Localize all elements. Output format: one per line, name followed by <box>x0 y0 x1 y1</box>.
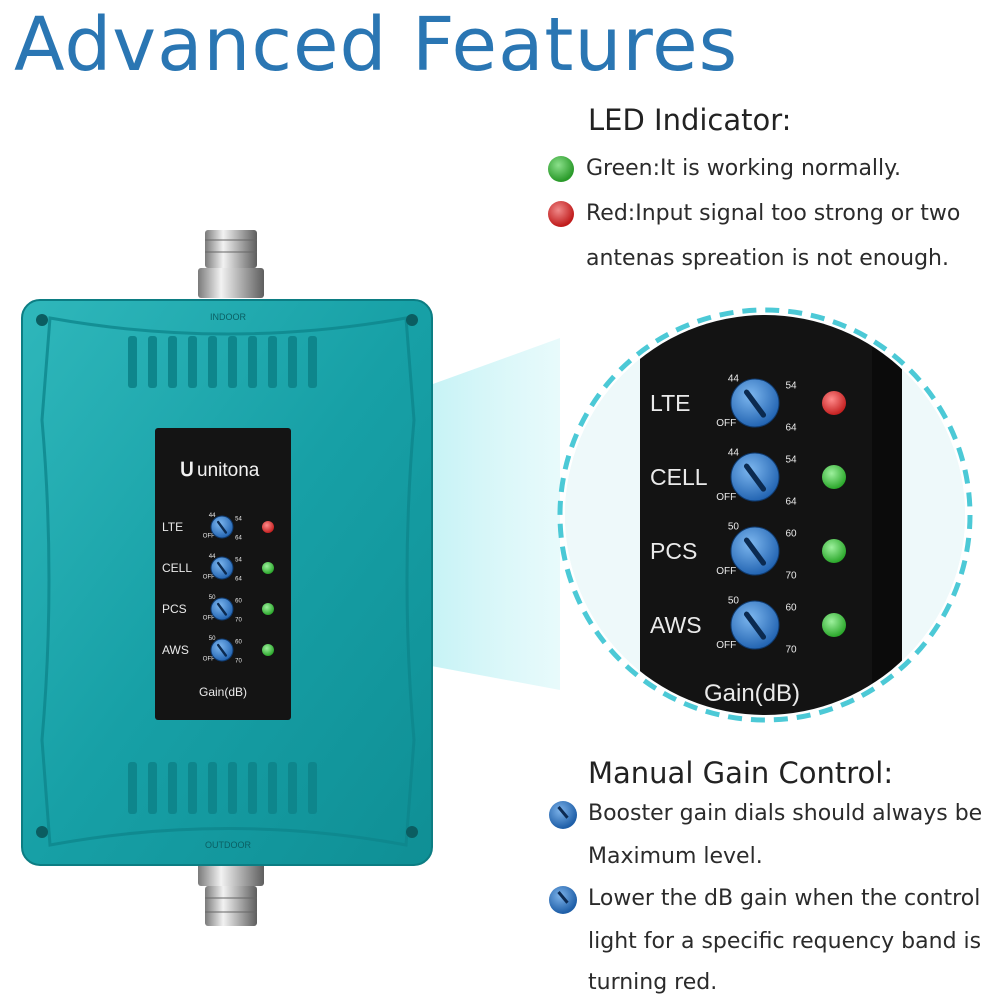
gain-dial-icon <box>549 801 577 829</box>
dial-mark: 54 <box>785 455 797 466</box>
dial-mark: 64 <box>235 577 242 583</box>
dial-pointer <box>216 561 228 575</box>
gain-item1-line2: Maximum level. <box>588 844 763 869</box>
dial-mark: OFF <box>203 574 215 580</box>
dial-mark: 60 <box>785 603 797 614</box>
gain-item2-line2: light for a specific requency band is <box>588 929 982 954</box>
dial-mark: 60 <box>235 598 242 604</box>
top-port-label: INDOOR <box>210 312 247 322</box>
red-led-indicator <box>262 521 274 533</box>
dial-mark: 50 <box>728 521 740 532</box>
dial-mark: 44 <box>209 513 216 519</box>
band-label: LTE <box>650 390 690 416</box>
band-label: AWS <box>162 643 189 657</box>
dial-mark: 70 <box>785 645 797 656</box>
dial-pointer <box>743 537 767 566</box>
dashed-magnifier-ring <box>557 307 973 723</box>
dial-mark: 70 <box>235 618 242 624</box>
bottom-port-label: OUTDOOR <box>205 840 251 850</box>
dial-mark: 50 <box>209 636 216 642</box>
band-label: PCS <box>162 602 187 616</box>
dial-pointer <box>743 389 767 418</box>
band-label: LTE <box>162 520 183 534</box>
green-led-indicator <box>822 465 846 489</box>
dial-pointer <box>216 643 228 657</box>
dial-mark: 44 <box>209 554 216 560</box>
dial-pointer <box>743 463 767 492</box>
dial-pointer <box>216 602 228 616</box>
bottom-vents <box>128 762 317 814</box>
dial-mark: OFF <box>203 656 215 662</box>
green-led-description: Green:It is working normally. <box>586 156 902 181</box>
green-led-indicator <box>822 613 846 637</box>
page-title: Advanced Features <box>14 2 739 88</box>
dial-mark: 64 <box>785 497 797 508</box>
dial-mark: 50 <box>728 595 740 606</box>
top-vents <box>128 336 317 388</box>
top-antenna-connector <box>198 230 264 298</box>
gain-dial-icon <box>549 886 577 914</box>
green-led-icon <box>548 156 574 182</box>
dial-mark: 70 <box>785 571 797 582</box>
dial-mark: 64 <box>785 423 797 434</box>
dial-pointer <box>743 611 767 640</box>
dial-mark: 60 <box>235 639 242 645</box>
bottom-antenna-connector <box>198 862 264 926</box>
gain-item1-line1: Booster gain dials should always be at <box>588 801 987 826</box>
dial-mark: 60 <box>785 529 797 540</box>
dial-mark: 54 <box>235 516 242 522</box>
dial-mark: 44 <box>728 447 740 458</box>
dial-mark: 54 <box>235 557 242 563</box>
led-indicator-heading: LED Indicator: <box>588 103 792 137</box>
green-led-indicator <box>822 539 846 563</box>
brand-name: unitona <box>197 460 260 481</box>
band-label: AWS <box>650 612 702 638</box>
band-label: CELL <box>162 561 192 575</box>
gain-label: Gain(dB) <box>199 685 247 699</box>
green-led-indicator <box>262 603 274 615</box>
green-led-indicator <box>262 644 274 656</box>
red-led-icon <box>548 201 574 227</box>
band-label: PCS <box>650 538 697 564</box>
gain-item2-line1: Lower the dB gain when the control <box>588 886 981 911</box>
dial-mark: 64 <box>235 536 242 542</box>
red-led-description-line1: Red:Input signal too strong or two <box>586 201 961 226</box>
red-led-description-line2: antenas spreation is not enough. <box>586 246 949 271</box>
dial-mark: 50 <box>209 595 216 601</box>
manual-gain-heading: Manual Gain Control: <box>588 756 894 790</box>
dial-mark: OFF <box>716 492 736 503</box>
dial-pointer <box>216 520 228 534</box>
band-label: CELL <box>650 464 708 490</box>
brand-logo-icon: Ս <box>180 460 194 481</box>
gain-item2-line3: turning red. <box>588 970 718 995</box>
zoom-gain-label: Gain(dB) <box>704 680 800 707</box>
dial-mark: OFF <box>716 640 736 651</box>
dial-mark: OFF <box>716 418 736 429</box>
dial-mark: OFF <box>203 533 215 539</box>
red-led-indicator <box>822 391 846 415</box>
green-led-indicator <box>262 562 274 574</box>
dial-mark: OFF <box>203 615 215 621</box>
dial-mark: 44 <box>728 373 740 384</box>
dial-mark: 70 <box>235 659 242 665</box>
dial-mark: 54 <box>785 381 797 392</box>
dial-mark: OFF <box>716 566 736 577</box>
